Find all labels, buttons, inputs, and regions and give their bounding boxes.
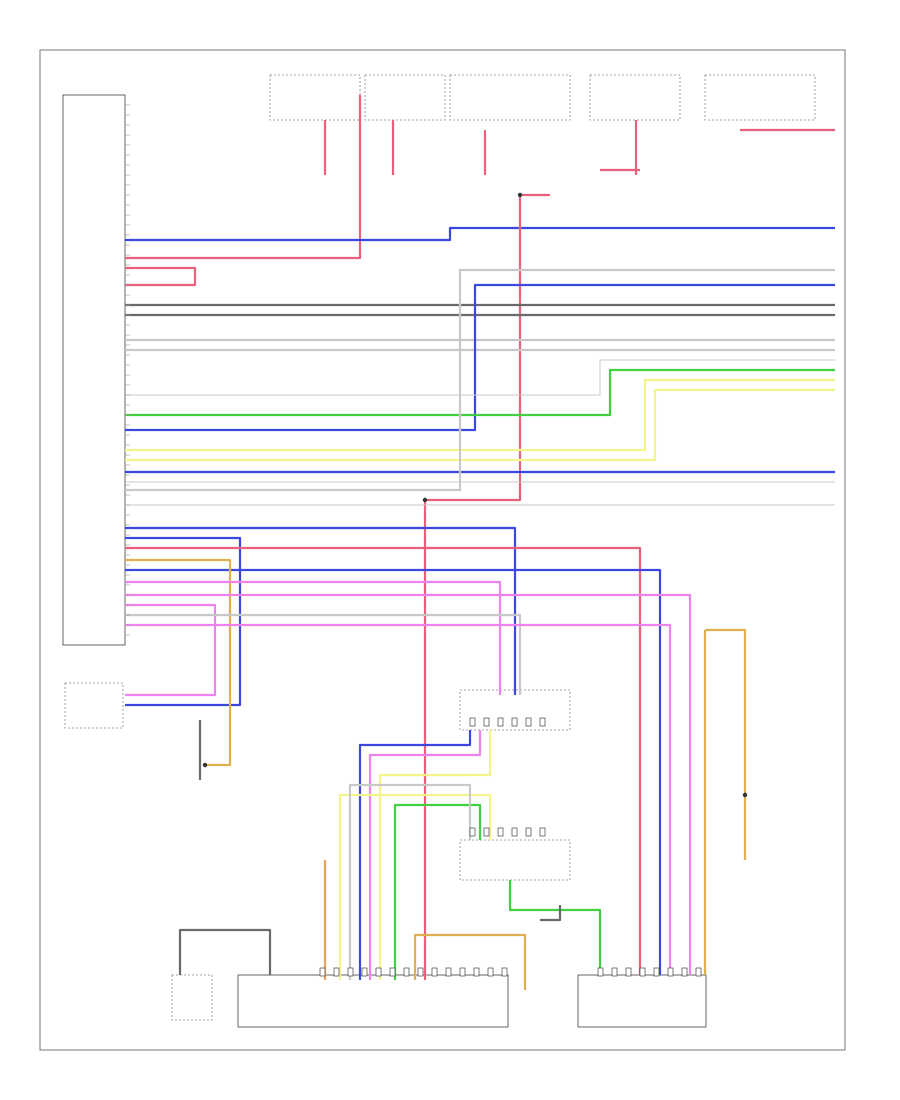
connector-pin — [597, 967, 604, 977]
fuse-2-outline — [364, 74, 446, 121]
wire-red-long — [423, 193, 550, 980]
connector-pin — [469, 717, 476, 727]
connector-pin — [483, 827, 490, 837]
connector-pin — [525, 717, 532, 727]
connector-pin — [445, 967, 452, 977]
wire-blue-5 — [125, 536, 242, 707]
wire-harness — [125, 95, 835, 990]
connector-pin — [525, 827, 532, 837]
connector-pin — [431, 967, 438, 977]
connector-pin — [487, 967, 494, 977]
connector-pin — [511, 827, 518, 837]
wire-red-top-1 — [125, 95, 362, 260]
fuse-panel-row — [269, 74, 816, 121]
connector-pin — [653, 967, 660, 977]
wire-lightgray-3 — [125, 268, 835, 492]
connector-pin — [417, 967, 424, 977]
wire-tan-1 — [125, 558, 232, 767]
wire-yellow-2 — [125, 388, 835, 462]
connector-pin — [347, 967, 354, 977]
wire-lightgray-4 — [125, 613, 522, 695]
connector-pin — [469, 827, 476, 837]
wire-blue-2 — [125, 283, 835, 432]
splice-point — [517, 192, 523, 198]
wire-pink-5 — [368, 730, 482, 980]
connector-pin — [511, 717, 518, 727]
wire-pink-1 — [125, 580, 502, 695]
wire-pink-2 — [125, 593, 692, 975]
fuse-4-outline — [589, 74, 681, 121]
splice-point — [202, 762, 208, 768]
wire-lightgray-5 — [348, 783, 472, 980]
wire-yellow-1 — [125, 378, 835, 452]
wire-blue-4 — [125, 526, 517, 695]
connector-pin — [459, 967, 466, 977]
connector-pin — [333, 967, 340, 977]
wire-gray-4 — [178, 928, 272, 975]
bottom-left-component — [171, 974, 213, 1021]
splice-group-upper — [459, 689, 571, 731]
connector-pin — [319, 967, 326, 977]
connector-pin — [473, 967, 480, 977]
connector-pin — [667, 967, 674, 977]
wire-gray-3 — [540, 905, 562, 922]
fuse-5-outline — [704, 74, 816, 121]
splice-group-lower — [459, 839, 571, 881]
connector-pin — [483, 717, 490, 727]
connector-pin — [639, 967, 646, 977]
connector-pin — [695, 967, 702, 977]
wire-red-top-2 — [125, 266, 197, 287]
main-module-box — [62, 94, 126, 646]
splice-point — [742, 792, 748, 798]
connector-pin — [681, 967, 688, 977]
connector-pin — [497, 827, 504, 837]
connector-pin — [375, 967, 382, 977]
wire-tan-2 — [705, 628, 747, 860]
wire-blue-7 — [358, 730, 472, 980]
connector-pin — [403, 967, 410, 977]
connector-pin — [611, 967, 618, 977]
wire-lightgray-6 — [125, 359, 835, 396]
connector-pin — [539, 717, 546, 727]
splice-point — [422, 497, 428, 503]
wire-pink-3 — [125, 603, 217, 697]
wire-yellow-4 — [338, 793, 492, 980]
connector-pin — [501, 967, 508, 977]
wire-green-3 — [508, 880, 602, 975]
diagram-frame — [39, 49, 846, 1051]
wire-tan-4 — [413, 933, 527, 990]
bottom-right-component — [577, 974, 707, 1028]
wire-blue-6 — [125, 568, 662, 975]
wire-green-2 — [393, 803, 482, 980]
fuse-3-outline — [449, 74, 571, 121]
connector-pin — [497, 717, 504, 727]
connector-pin — [389, 967, 396, 977]
external-connector-box — [64, 682, 124, 729]
connector-pin — [625, 967, 632, 977]
connector-pin — [361, 967, 368, 977]
wire-blue-1 — [125, 226, 835, 242]
wire-pink-4 — [125, 623, 672, 975]
wire-green-1 — [125, 368, 835, 417]
bottom-center-component — [237, 974, 509, 1028]
wire-red-2 — [125, 546, 642, 975]
wire-yellow-3 — [378, 730, 492, 980]
connector-pin — [539, 827, 546, 837]
fuse-1-outline — [269, 74, 361, 121]
